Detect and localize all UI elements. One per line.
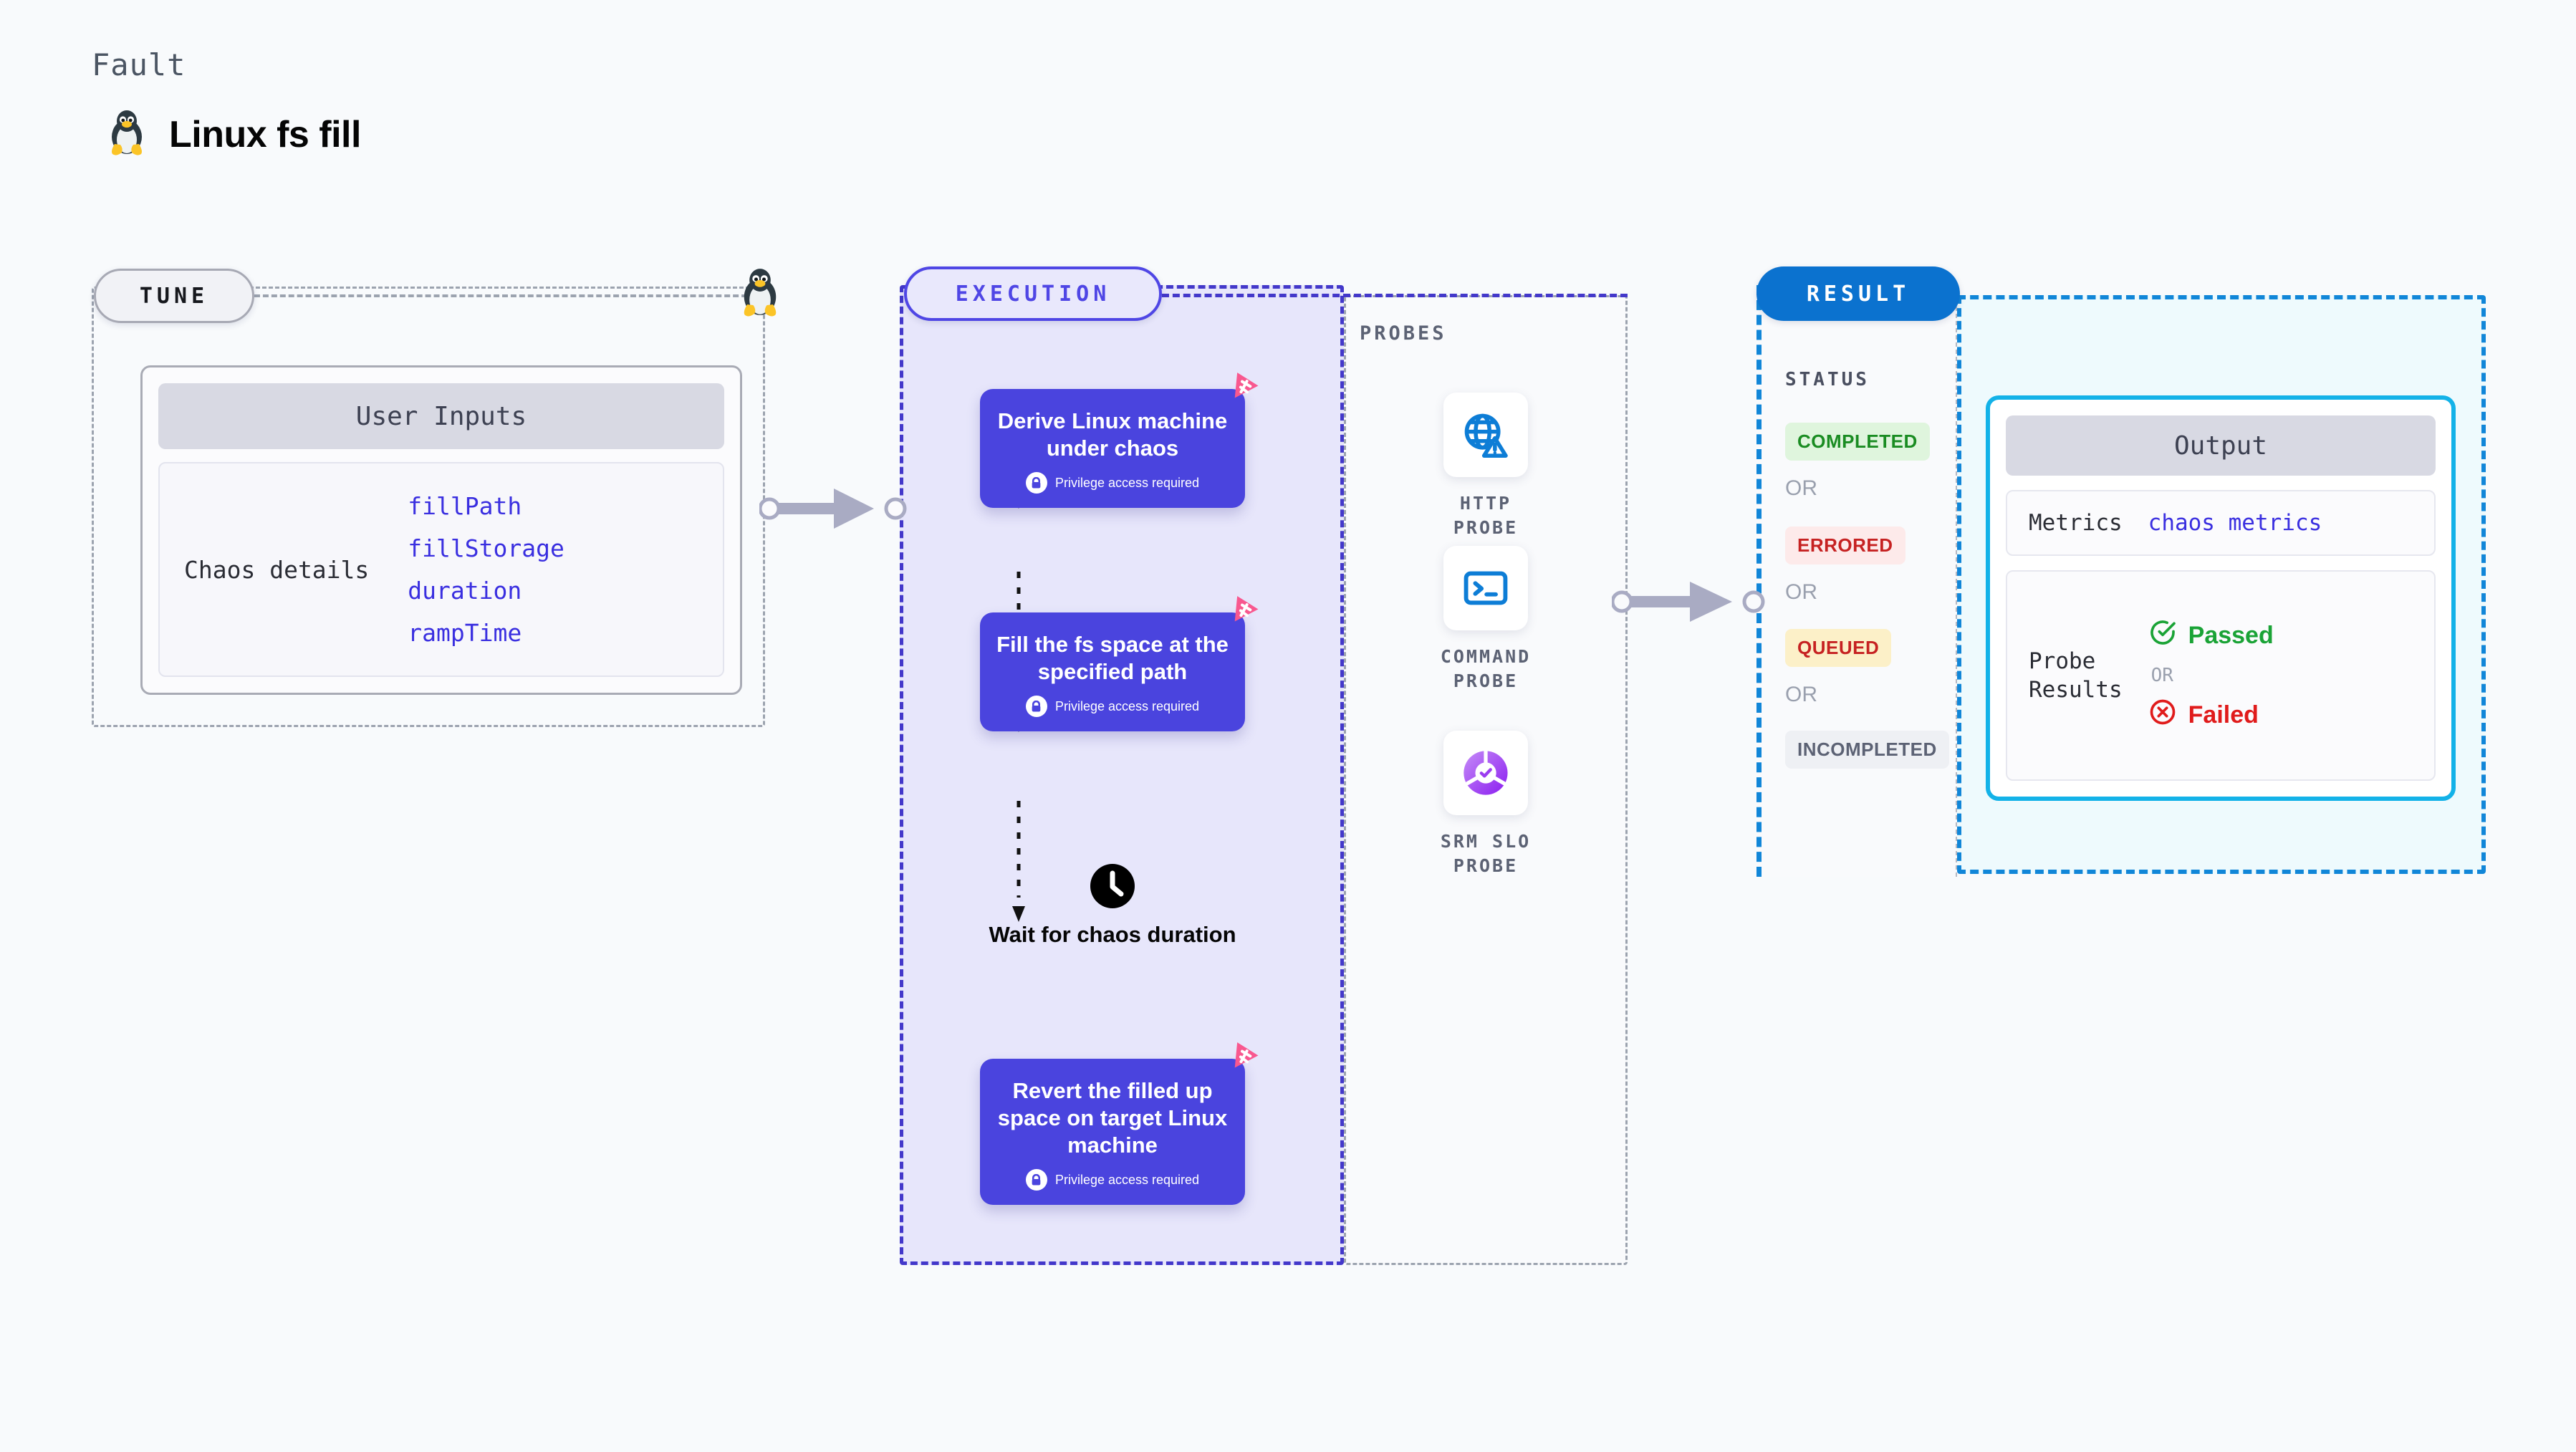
chaos-parameter-list: fillPath fillStorage duration rampTime [408, 492, 564, 647]
probe-http[interactable]: HTTP PROBE [1425, 393, 1547, 540]
lock-icon [1025, 696, 1047, 718]
probe-result-passed: Passed [2148, 618, 2274, 653]
status-or-3: OR [1785, 683, 1817, 706]
step-card-derive-linux-machine[interactable]: Derive Linux machine under chaos Privile… [980, 372, 1259, 509]
result-status-panel [1756, 285, 1957, 877]
step-title: Derive Linux machine under chaos [997, 408, 1228, 461]
param-duration[interactable]: duration [408, 577, 522, 605]
probe-results-values: Passed OR Failed [2148, 618, 2274, 733]
probe-srm-slo[interactable]: SRM SLO PROBE [1425, 731, 1547, 878]
chaos-details-label: Chaos details [184, 555, 370, 584]
chaos-fault-flag-icon [1225, 592, 1262, 633]
privilege-note: Privilege access required [994, 1169, 1231, 1191]
output-header: Output [2006, 415, 2436, 476]
linux-tux-penguin-icon-connector [738, 266, 782, 322]
page-header: Fault Linux fs fill [92, 47, 361, 160]
probe-result-failed: Failed [2148, 698, 2274, 733]
wait-for-chaos-duration-node: Wait for chaos duration [980, 863, 1245, 948]
tune-stage-badge[interactable]: TUNE [94, 269, 254, 323]
execution-stage-badge[interactable]: EXECUTION [904, 266, 1162, 321]
status-or-2: OR [1785, 580, 1817, 604]
linux-tux-penguin-icon [106, 108, 148, 160]
connector-tune-to-execution [759, 489, 907, 529]
output-card: Output Metrics chaos metrics Probe Resul… [1986, 395, 2456, 801]
status-badge-incompleted[interactable]: INCOMPLETED [1785, 731, 1949, 769]
chaos-fault-flag-icon [1225, 1039, 1262, 1080]
tune-dashed-connector [254, 294, 756, 297]
status-badge-errored[interactable]: ERRORED [1785, 527, 1905, 564]
metrics-row: Metrics chaos metrics [2006, 490, 2436, 556]
param-fillPath[interactable]: fillPath [408, 492, 522, 520]
metrics-value[interactable]: chaos metrics [2148, 510, 2322, 536]
probe-label: HTTP PROBE [1453, 493, 1519, 538]
probe-results-label: Probe Results [2029, 648, 2123, 703]
chaos-details-row: Chaos details fillPath fillStorage durat… [158, 462, 724, 677]
connector-probes-to-result [1612, 582, 1765, 622]
param-fillStorage[interactable]: fillStorage [408, 534, 564, 562]
privilege-note-label: Privilege access required [1054, 475, 1200, 490]
step-card-revert-filled-space[interactable]: Revert the filled up space on target Lin… [980, 1042, 1259, 1206]
user-inputs-card: User Inputs Chaos details fillPath fillS… [140, 365, 742, 695]
fault-title-row: Linux fs fill [106, 108, 361, 160]
privilege-note-label: Privilege access required [1054, 1172, 1200, 1187]
user-inputs-header: User Inputs [158, 383, 724, 449]
lock-icon [1025, 1169, 1047, 1191]
status-or-1: OR [1785, 476, 1817, 500]
probes-section-label: PROBES [1360, 322, 1447, 345]
metrics-label: Metrics [2029, 509, 2123, 536]
check-circle-icon [2148, 618, 2177, 653]
probe-result-or: OR [2150, 665, 2173, 686]
param-rampTime[interactable]: rampTime [408, 619, 522, 647]
wait-node-label: Wait for chaos duration [989, 922, 1236, 947]
privilege-note: Privilege access required [994, 696, 1231, 718]
clock-icon [1090, 864, 1135, 912]
probe-command[interactable]: COMMAND PROBE [1425, 546, 1547, 693]
step-card-fill-fs-space[interactable]: Fill the fs space at the specified path … [980, 596, 1259, 732]
x-circle-icon [2148, 698, 2177, 733]
status-badge-queued[interactable]: QUEUED [1785, 629, 1892, 667]
status-badge-completed[interactable]: COMPLETED [1785, 423, 1930, 461]
probe-label: SRM SLO PROBE [1440, 831, 1532, 876]
terminal-icon [1443, 546, 1528, 630]
execution-dashed-connector [1162, 294, 1628, 297]
failed-label: Failed [2188, 701, 2259, 729]
status-section-label: STATUS [1785, 369, 1870, 390]
probe-label: COMMAND PROBE [1440, 646, 1532, 691]
fault-kicker: Fault [92, 47, 186, 82]
step-title: Fill the fs space at the specified path [996, 632, 1229, 685]
page-title: Linux fs fill [169, 113, 361, 155]
step-title: Revert the filled up space on target Lin… [997, 1078, 1228, 1158]
result-stage-badge[interactable]: RESULT [1756, 266, 1960, 321]
slo-donut-check-icon [1443, 731, 1528, 815]
lock-icon [1025, 472, 1047, 494]
probe-results-row: Probe Results Passed OR Failed [2006, 570, 2436, 781]
chaos-fault-flag-icon [1225, 369, 1262, 410]
privilege-note-label: Privilege access required [1054, 698, 1200, 713]
privilege-note: Privilege access required [994, 472, 1231, 494]
passed-label: Passed [2188, 622, 2274, 649]
globe-warning-icon [1443, 393, 1528, 477]
